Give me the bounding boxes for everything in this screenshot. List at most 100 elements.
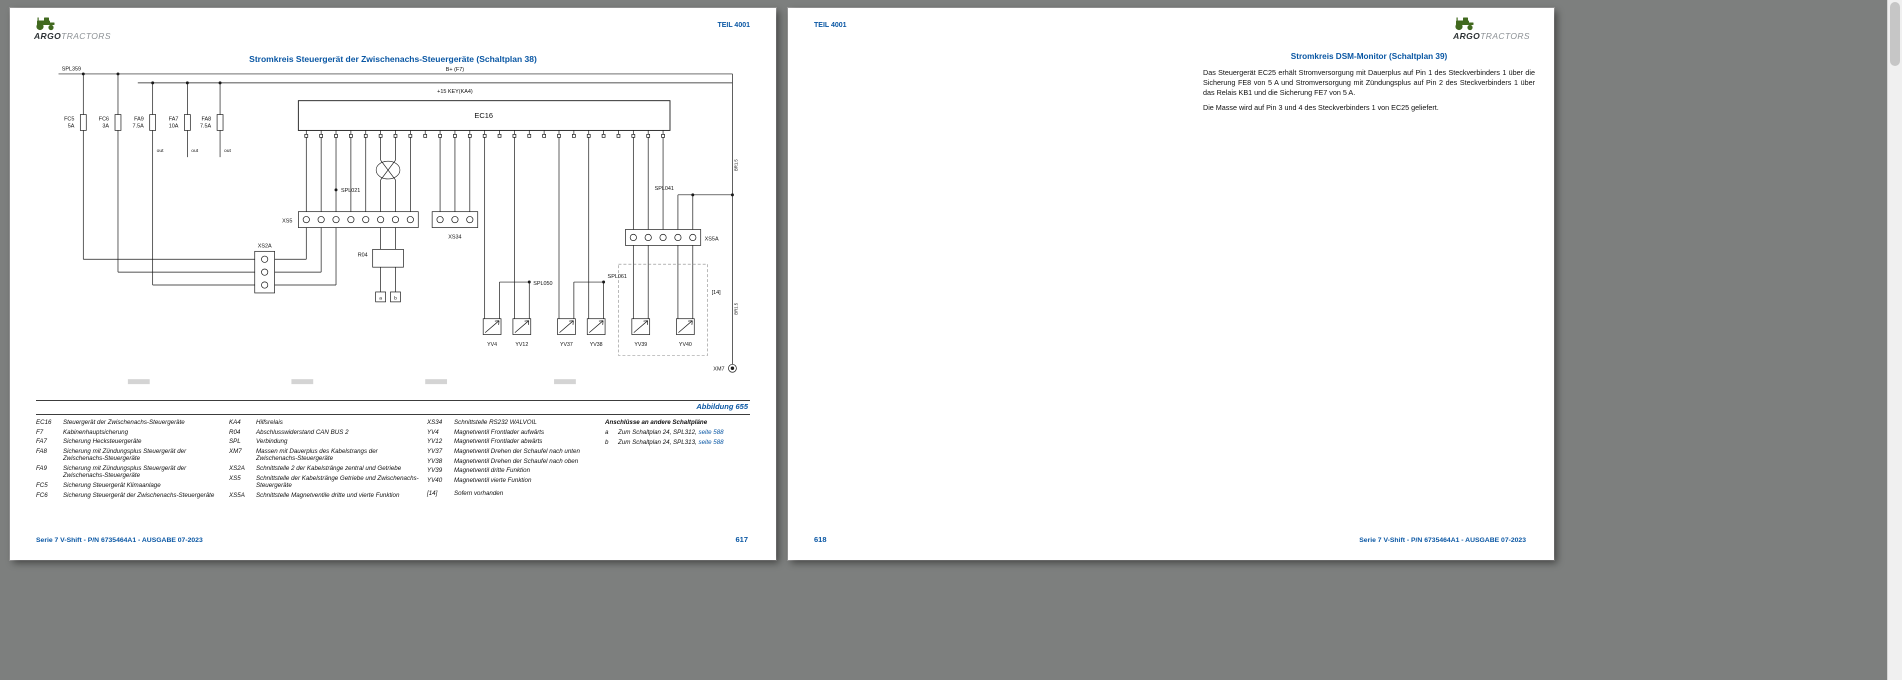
twisted-pair-symbol (375, 159, 401, 181)
legend-row: [14]Sofern vorhanden (427, 490, 597, 497)
legend-desc: Kabinenhauptsicherung (63, 428, 129, 436)
label-wire-br15-bottom: BR1.5 (733, 302, 738, 314)
teil-label: TEIL 4001 (717, 22, 750, 29)
redaction-marks (127, 379, 576, 385)
legend-desc: Magnetventil Drehen der Schaufel nach ob… (454, 457, 579, 465)
scrollbar-thumb[interactable] (1890, 2, 1900, 66)
legend-code: R04 (229, 428, 241, 436)
label-spl021: SPL021 (341, 188, 360, 194)
legend-code: EC16 (36, 419, 52, 426)
teil-label: TEIL 4001 (814, 22, 847, 29)
legend-desc: Magnetventil Frontlader aufwärts (454, 428, 545, 436)
legend-desc: Magnetventil Frontlader abwärts (454, 438, 543, 446)
tractor-icon (36, 17, 55, 31)
legend-desc: Sicherung Hecksteuergeräte (63, 438, 142, 446)
wiring-diagram: SPL359 B+ (F7) +15 KEY(KA4) FC5 5A FC6 3… (58, 66, 738, 385)
label-fuse-fc5-value: 5A (68, 123, 75, 129)
page-link-588-a[interactable]: seite 588 (698, 429, 724, 437)
legend-desc: Magnetventil vierte Funktion (454, 476, 532, 484)
fuses-group (79, 73, 224, 286)
legend-desc: Hilfsrelais (256, 419, 283, 426)
label-valve-yv4: YV4 (487, 342, 497, 348)
optional-valves-group (618, 263, 708, 356)
legend-code: a (605, 429, 609, 437)
logo-brand: ARGO (1453, 31, 1481, 41)
legend-row: R04 Abschlusswiderstand CAN BUS 2 (229, 429, 419, 436)
legend-desc: Sicherung mit Zündungsplus Steuergerät d… (63, 464, 187, 480)
legend-code: XS5A (229, 491, 245, 499)
label-xs2a: XS2A (258, 243, 272, 249)
argo-logo: ARGOTRACTORS (1453, 17, 1530, 41)
label-spl359: SPL359 (62, 66, 81, 72)
label-valve-yv37: YV37 (560, 342, 573, 348)
label-fuse-fc5: FC5 (64, 117, 74, 123)
argo-logo: ARGOTRACTORS (34, 17, 111, 41)
label-fuse-fa9-value: 7.5A (133, 123, 145, 129)
figure-separator-top (36, 400, 750, 401)
legend-code: XS5 (229, 474, 241, 482)
label-xm7: XM7 (713, 366, 724, 372)
scrollbar[interactable] (1887, 0, 1902, 680)
page-title: Stromkreis Steuergerät der Zwischenachs-… (249, 54, 537, 64)
connections-header: Anschlüsse an andere Schaltpläne (605, 419, 708, 426)
label-spl061: SPL061 (608, 274, 627, 280)
connection-text: Zum Schaltplan 24, SPL313, (618, 439, 699, 447)
label-fuse-fa7-value: 10A (169, 123, 179, 129)
legend-desc: Steuergerät der Zwischenachs-Steuergerät… (63, 419, 185, 426)
page-617: ARGOTRACTORS TEIL 4001 Stromkreis Steuer… (10, 8, 776, 560)
legend-code: SPL (229, 438, 241, 446)
legend-desc: Schnittstelle RS232 WALVOIL (454, 419, 537, 426)
legend-code: FA8 (36, 447, 47, 455)
page-link-588-b[interactable]: seite 588 (698, 439, 724, 447)
label-connection-a: a (379, 296, 382, 301)
legend-desc: Verbindung (256, 438, 288, 446)
label-wire-br15-top: BR1.5 (733, 159, 738, 171)
label-xs5: XS5 (282, 219, 292, 225)
legend-desc: Sicherung mit Zündungsplus Steuergerät d… (63, 447, 187, 463)
label-fuse-fc6: FC6 (99, 117, 109, 123)
bus-lines (58, 73, 733, 365)
legend-code: YV38 (427, 457, 443, 465)
legend-code: YV4 (427, 428, 439, 436)
legend-code: YV39 (427, 467, 443, 475)
label-r04: R04 (358, 252, 368, 258)
page-618: TEIL 4001 ARGOTRACTORS Stromkreis DSM-Mo… (788, 8, 1554, 560)
page-number: 617 (735, 535, 748, 544)
logo-suffix: TRACTORS (61, 31, 111, 41)
legend-row: YV38 Magnetventil Drehen der Schaufel nac… (427, 458, 597, 465)
legend-code: YV40 (427, 476, 443, 484)
connector-xs5 (298, 211, 419, 228)
legend-row: YV40 Magnetventil vierte Funktion (427, 477, 597, 484)
legend-row: FA8 Sicherung mit Zündungsplus Steuergerä… (36, 448, 221, 463)
body-paragraph: Das Steuergerät EC25 erhält Stromversorg… (1203, 68, 1535, 98)
label-bus-plus: B+ (F7) (446, 67, 464, 73)
legend-code: FC6 (36, 491, 48, 499)
page-footer: Serie 7 V-Shift - P/N 6735464A1 - AUSGAB… (36, 537, 203, 544)
legend-code: FC5 (36, 482, 48, 489)
legend-desc: Schnittstelle 2 der Kabelstränge zentral… (256, 464, 402, 472)
legend-code: YV37 (427, 447, 443, 455)
connection-text: Zum Schaltplan 24, SPL312, (618, 429, 699, 437)
legend-column-1: EC16 Steuergerät der Zwischenachs-Steuerg… (36, 419, 221, 501)
legend-desc: Abschlusswiderstand CAN BUS 2 (256, 428, 349, 436)
label-spl041: SPL041 (655, 186, 674, 192)
body-paragraph: Die Masse wird auf Pin 3 und 4 des Steck… (1203, 103, 1439, 113)
legend-column-2: KA4 Hilfsrelais R04 Abschlusswiderstand CA… (229, 419, 419, 501)
junction-dots (81, 72, 734, 284)
legend-code: KA4 (229, 419, 241, 426)
figure-separator-bottom (36, 414, 750, 415)
section-content: Stromkreis DSM-Monitor (Schaltplan 39) D… (1203, 52, 1535, 118)
label-ec16: EC16 (474, 111, 493, 120)
